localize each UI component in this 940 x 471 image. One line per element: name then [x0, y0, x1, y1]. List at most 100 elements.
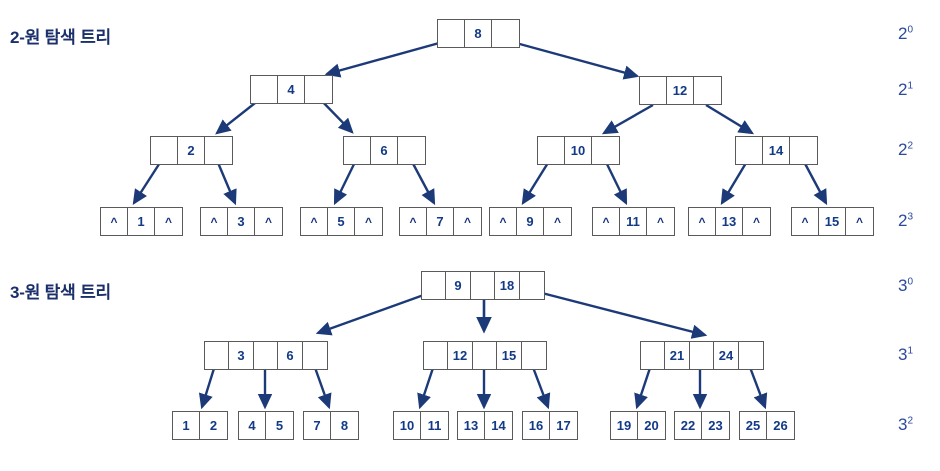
leaf-3way-8-key2: 23 — [708, 418, 723, 433]
leaf-3way-8[interactable]: 22 23 — [674, 411, 730, 440]
leaf-9-right-nil: ^ — [553, 214, 561, 229]
leaf-3way-3[interactable]: 7 8 — [303, 411, 359, 440]
node-2way-8[interactable]: 8 — [437, 19, 520, 48]
leaf-11-right-nil: ^ — [656, 214, 664, 229]
node-3way-a-key2: 6 — [278, 342, 303, 369]
node-3way-a-ptr1 — [254, 342, 278, 369]
node-3way-b-ptr2 — [522, 342, 546, 369]
level-label-2-pow-0-base: 2 — [898, 24, 908, 43]
leaf-3way-6-key1: 16 — [523, 412, 550, 439]
leaf-3way-9-key2: 26 — [773, 418, 788, 433]
node-6-right-pointer — [398, 137, 425, 164]
node-3way-b[interactable]: 12 15 — [423, 341, 547, 370]
leaf-2way-3[interactable]: ^ 3 ^ — [200, 207, 283, 236]
node-3way-a-key1: 3 — [229, 342, 254, 369]
node-3way-root[interactable]: 9 18 — [421, 271, 545, 300]
leaf-2way-13[interactable]: ^ 13 ^ — [688, 207, 771, 236]
leaf-3way-2-key2: 5 — [275, 418, 284, 433]
node-2-left-pointer — [151, 137, 178, 164]
leaf-1-left-nil: ^ — [101, 208, 128, 235]
node-3way-root-ptr0 — [422, 272, 446, 299]
leaf-2way-11[interactable]: ^ 11 ^ — [592, 207, 675, 236]
edge-root3-to-c — [537, 290, 708, 339]
edge-root3-to-a — [315, 290, 433, 336]
level-label-3-pow-0-exp: 0 — [907, 276, 914, 288]
leaf-3way-4-key2: 11 — [427, 418, 442, 433]
edge-12-to-14 — [705, 103, 755, 135]
level-label-3-pow-2-exp: 2 — [907, 415, 914, 427]
level-label-2-pow-1: 21 — [898, 80, 913, 100]
leaf-3way-2[interactable]: 4 5 — [238, 411, 294, 440]
node-3way-c-ptr0 — [641, 342, 665, 369]
leaf-3way-5[interactable]: 13 14 — [457, 411, 513, 440]
node-8-left-pointer — [438, 20, 465, 47]
node-2way-2[interactable]: 2 — [150, 136, 233, 165]
node-10-key: 10 — [565, 137, 592, 164]
node-2way-12[interactable]: 12 — [639, 76, 722, 105]
leaf-3way-5-key1: 13 — [458, 412, 485, 439]
leaf-3way-3-key2: 8 — [340, 418, 349, 433]
node-10-left-pointer — [538, 137, 565, 164]
node-2way-14[interactable]: 14 — [735, 136, 818, 165]
node-2-key: 2 — [178, 137, 205, 164]
level-label-3-pow-2: 32 — [898, 415, 913, 435]
leaf-15-left-nil: ^ — [792, 208, 819, 235]
leaf-2way-5[interactable]: ^ 5 ^ — [300, 207, 383, 236]
section-title-two-way: 2-원 탐색 트리 — [10, 28, 111, 47]
level-label-2-pow-1-exp: 1 — [907, 80, 914, 92]
leaf-5-key: 5 — [328, 208, 355, 235]
node-14-left-pointer — [736, 137, 763, 164]
level-label-2-pow-3-base: 2 — [898, 211, 908, 230]
node-4-key: 4 — [278, 76, 305, 103]
level-label-2-pow-2-exp: 2 — [907, 140, 914, 152]
leaf-3way-5-key2: 14 — [491, 418, 506, 433]
node-3way-root-key1: 9 — [446, 272, 471, 299]
leaf-7-right-nil: ^ — [463, 214, 471, 229]
leaf-5-right-nil: ^ — [364, 214, 372, 229]
level-label-3-pow-1-base: 3 — [898, 345, 908, 364]
leaf-3way-9[interactable]: 25 26 — [739, 411, 795, 440]
leaf-13-right-nil: ^ — [752, 214, 760, 229]
node-4-left-pointer — [251, 76, 278, 103]
leaf-2way-1[interactable]: ^ 1 ^ — [100, 207, 183, 236]
leaf-11-key: 11 — [620, 208, 647, 235]
level-label-3-pow-0-base: 3 — [898, 276, 908, 295]
node-3way-c-key2: 24 — [714, 342, 739, 369]
node-3way-c[interactable]: 21 24 — [640, 341, 764, 370]
leaf-3way-7[interactable]: 19 20 — [610, 411, 666, 440]
leaf-2way-9[interactable]: ^ 9 ^ — [489, 207, 572, 236]
node-2way-10[interactable]: 10 — [537, 136, 620, 165]
level-label-3-pow-1: 31 — [898, 345, 913, 365]
level-label-3-pow-2-base: 3 — [898, 415, 908, 434]
level-label-2-pow-2-base: 2 — [898, 140, 908, 159]
leaf-3way-1-key2: 2 — [209, 418, 218, 433]
leaf-11-left-nil: ^ — [593, 208, 620, 235]
node-2-right-pointer — [205, 137, 232, 164]
leaf-7-left-nil: ^ — [400, 208, 427, 235]
leaf-3way-2-key1: 4 — [239, 412, 266, 439]
leaf-3way-4[interactable]: 10 11 — [393, 411, 449, 440]
leaf-3way-1-key1: 1 — [173, 412, 200, 439]
leaf-2way-15[interactable]: ^ 15 ^ — [791, 207, 874, 236]
level-label-2-pow-0: 20 — [898, 24, 913, 44]
leaf-3way-3-key1: 7 — [304, 412, 331, 439]
level-label-2-pow-3: 23 — [898, 211, 913, 231]
level-label-2-pow-2: 22 — [898, 140, 913, 160]
node-3way-root-ptr1 — [471, 272, 495, 299]
leaf-3way-1[interactable]: 1 2 — [172, 411, 228, 440]
leaf-3way-8-key1: 22 — [675, 412, 702, 439]
node-8-key: 8 — [465, 20, 492, 47]
node-10-right-pointer — [592, 137, 619, 164]
node-2way-4[interactable]: 4 — [250, 75, 333, 104]
node-3way-c-ptr1 — [690, 342, 714, 369]
leaf-3-right-nil: ^ — [264, 214, 272, 229]
node-3way-a[interactable]: 3 6 — [204, 341, 328, 370]
leaf-3way-6[interactable]: 16 17 — [522, 411, 578, 440]
leaf-3-key: 3 — [228, 208, 255, 235]
node-2way-6[interactable]: 6 — [343, 136, 426, 165]
level-label-2-pow-3-exp: 3 — [907, 211, 914, 223]
node-6-left-pointer — [344, 137, 371, 164]
leaf-3way-7-key1: 19 — [611, 412, 638, 439]
leaf-2way-7[interactable]: ^ 7 ^ — [399, 207, 482, 236]
node-8-right-pointer — [492, 20, 519, 47]
